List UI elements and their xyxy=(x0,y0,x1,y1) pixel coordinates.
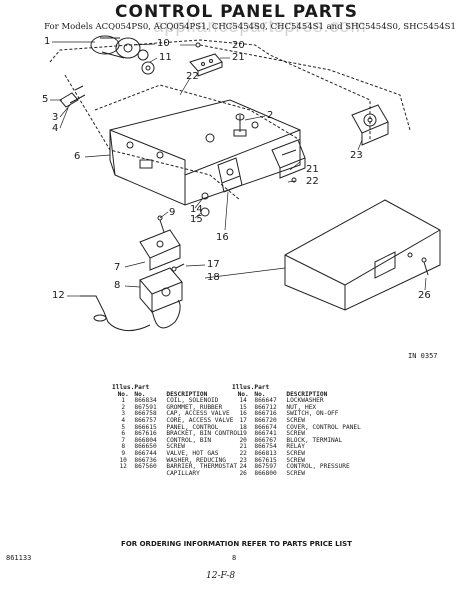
screw-22 xyxy=(291,177,297,183)
callout-24: 23 xyxy=(350,150,363,161)
diagram-reference: IN 0357 xyxy=(408,352,438,360)
on-off-switch xyxy=(217,157,243,193)
relay xyxy=(271,139,306,179)
callout-14: 14 xyxy=(190,204,203,215)
document-number: 861133 xyxy=(6,554,32,562)
bin-control xyxy=(139,267,183,313)
reducing-washer xyxy=(137,49,149,61)
header-part-no: No. xyxy=(134,390,146,398)
washer-11 xyxy=(141,61,155,75)
nut-15 xyxy=(200,207,210,217)
control-panel-plate xyxy=(109,99,301,206)
table-row: CAPILLARY xyxy=(166,469,200,477)
header-part: Part xyxy=(254,384,270,391)
callout-1: 1 xyxy=(44,36,51,47)
capillary-barrier xyxy=(80,295,151,332)
ordering-note: FOR ORDERING INFORMATION REFER TO PARTS … xyxy=(121,540,352,548)
wiring-harness-2 xyxy=(199,44,411,131)
callout-11: 11 xyxy=(159,52,172,63)
solenoid-coil xyxy=(90,35,141,59)
callout-26: 26 xyxy=(418,290,431,301)
watermark: appliancepartspros.com xyxy=(153,16,367,36)
header-no: No. xyxy=(237,390,249,398)
page-number: 8 xyxy=(232,554,237,562)
callout-15: 15 xyxy=(190,214,203,225)
wiring-harness-3 xyxy=(64,74,241,201)
header-description: DESCRIPTION xyxy=(166,390,208,398)
header-description: DESCRIPTION xyxy=(286,390,328,398)
panel-cover xyxy=(284,199,441,311)
callout-9: 9 xyxy=(169,207,176,218)
screw-19 xyxy=(195,42,201,48)
callout-3: 3 xyxy=(52,112,59,123)
handwritten-note: 12-F-8 xyxy=(206,571,236,581)
model-subtitle: For Models ACQ054PS0, ACQ054PS1, CHC5454… xyxy=(44,22,456,32)
callout-10: 10 xyxy=(157,38,170,49)
callout-2: 2 xyxy=(267,110,274,121)
callout-7: 7 xyxy=(114,262,121,273)
header-part: Part xyxy=(134,384,150,391)
callout-23: 22 xyxy=(186,71,199,82)
callout-20: 21 xyxy=(232,52,245,63)
access-valve xyxy=(59,85,86,108)
grommet xyxy=(233,113,247,137)
callout-21: 21 xyxy=(306,164,319,175)
callout-8: 8 xyxy=(114,280,121,291)
callout-16: 16 xyxy=(216,232,229,243)
screw-17 xyxy=(175,263,185,269)
callout-18: 18 xyxy=(207,272,220,283)
page-title: CONTROL PANEL PARTS xyxy=(115,2,358,22)
callout-19: 20 xyxy=(232,40,245,51)
header-no: No. xyxy=(117,390,129,398)
pressure-control xyxy=(351,104,389,146)
callout-17: 17 xyxy=(207,259,220,270)
header-illus: Illus. xyxy=(112,384,135,391)
capillary-tube xyxy=(151,299,181,329)
callout-6: 6 xyxy=(74,151,81,162)
callout-22: 22 xyxy=(306,176,319,187)
screw-9 xyxy=(159,219,165,233)
lockwasher-14 xyxy=(201,192,209,200)
wiring-harness xyxy=(49,39,371,140)
screw-26 xyxy=(423,261,429,276)
bin-control-bracket xyxy=(139,229,181,271)
callout-12: 12 xyxy=(52,290,65,301)
callout-5: 5 xyxy=(42,94,49,105)
callout-4: 4 xyxy=(52,123,59,134)
header-illus: Illus. xyxy=(232,384,255,391)
wiring-harness-4 xyxy=(94,84,301,141)
header-part-no: No. xyxy=(254,390,266,398)
terminal-block xyxy=(189,53,223,77)
